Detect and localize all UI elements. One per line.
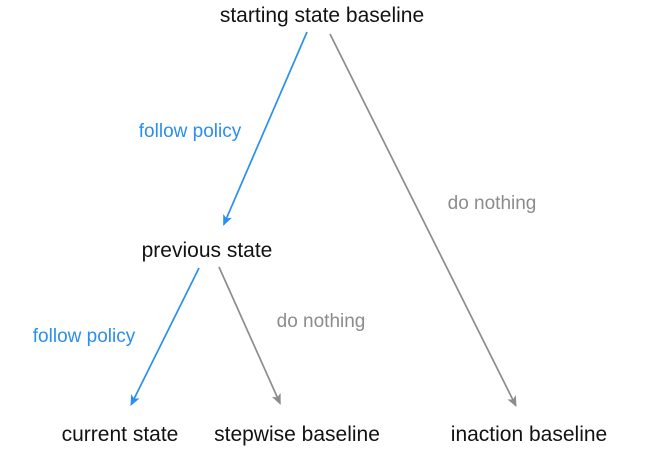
node-stepwise-baseline[interactable]: stepwise baseline <box>214 423 380 446</box>
node-current-state[interactable]: current state <box>61 423 179 446</box>
edge-arrow-start-to-previous <box>222 31 308 226</box>
edge-arrow-start-to-inaction <box>329 33 517 407</box>
node-inaction-baseline[interactable]: inaction baseline <box>450 423 608 446</box>
edge-label-do-nothing-right: do nothing <box>447 193 537 214</box>
edge-label-follow-policy-lower: follow policy <box>32 326 136 347</box>
edge-arrow-previous-to-stepwise <box>218 266 281 405</box>
edge-arrow-previous-to-current <box>130 267 200 406</box>
node-previous-state[interactable]: previous state <box>141 239 273 262</box>
edge-label-do-nothing-middle: do nothing <box>276 311 366 332</box>
node-starting-state-baseline[interactable]: starting state baseline <box>219 4 425 27</box>
edge-label-follow-policy-upper: follow policy <box>138 121 242 142</box>
